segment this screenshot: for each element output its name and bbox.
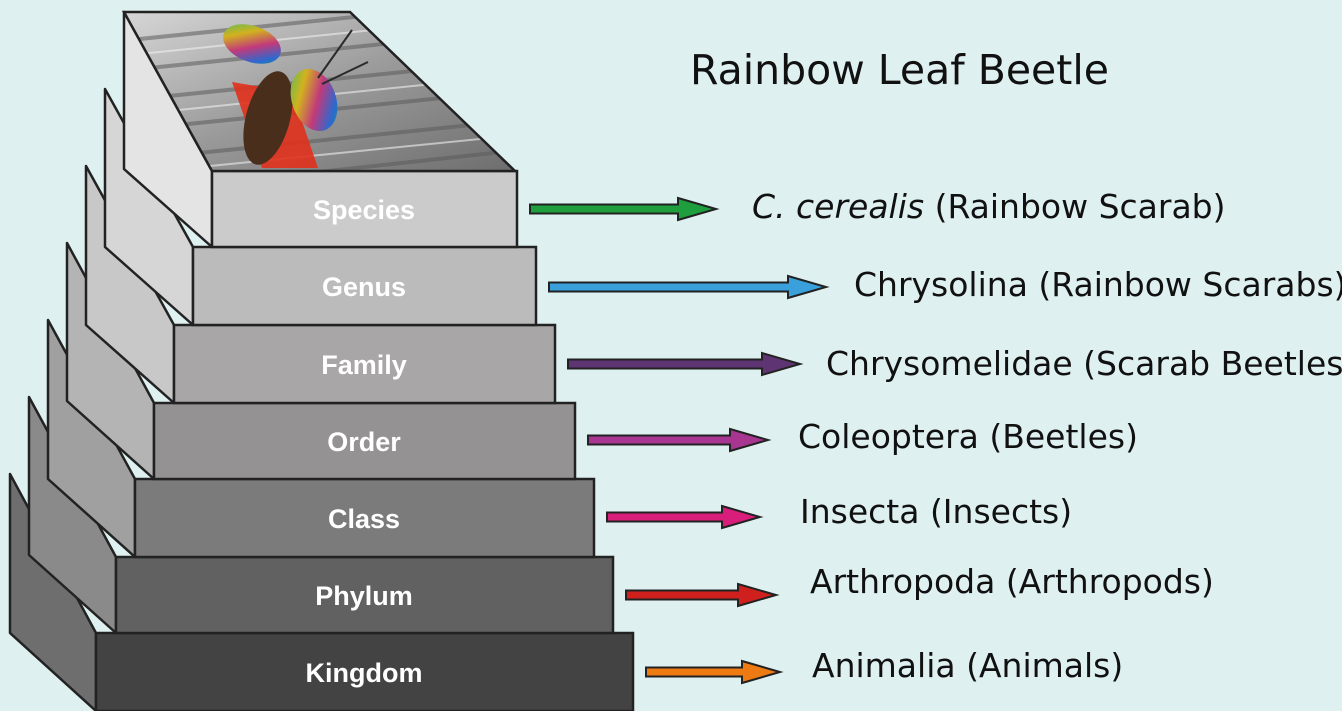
arrow-kingdom bbox=[646, 661, 780, 683]
taxon-common-species: (Rainbow Scarab) bbox=[924, 187, 1225, 226]
taxon-name-order: Coleoptera (Beetles) bbox=[798, 417, 1138, 456]
taxon-common-genus: Chrysolina (Rainbow Scarabs) bbox=[854, 265, 1342, 304]
rank-label-order: Order bbox=[327, 427, 401, 457]
taxon-common-phylum: Arthropoda (Arthropods) bbox=[810, 562, 1214, 601]
taxon-common-order: Coleoptera (Beetles) bbox=[798, 417, 1138, 456]
taxon-italic-species: C. cerealis bbox=[752, 187, 924, 226]
arrow-genus bbox=[549, 276, 826, 298]
arrow-family bbox=[568, 353, 800, 375]
taxon-names: C. cerealis (Rainbow Scarab) Chrysolina (… bbox=[752, 187, 1342, 685]
rank-label-phylum: Phylum bbox=[315, 581, 413, 611]
arrow-order bbox=[588, 429, 768, 451]
rank-label-genus: Genus bbox=[322, 272, 406, 302]
arrow-phylum bbox=[626, 584, 776, 606]
taxon-common-kingdom: Animalia (Animals) bbox=[812, 646, 1123, 685]
rank-label-class: Class bbox=[328, 504, 400, 534]
taxon-name-species: C. cerealis (Rainbow Scarab) bbox=[752, 187, 1226, 226]
taxon-name-class: Insecta (Insects) bbox=[800, 492, 1072, 531]
taxon-common-class: Insecta (Insects) bbox=[800, 492, 1072, 531]
arrow-species bbox=[530, 198, 716, 220]
diagram-title: Rainbow Leaf Beetle bbox=[690, 46, 1109, 94]
rank-label-family: Family bbox=[321, 350, 407, 380]
taxon-common-family: Chrysomelidae (Scarab Beetles) bbox=[826, 344, 1342, 383]
taxon-name-family: Chrysomelidae (Scarab Beetles) bbox=[826, 344, 1342, 383]
arrow-class bbox=[607, 506, 760, 528]
taxon-name-phylum: Arthropoda (Arthropods) bbox=[810, 562, 1214, 601]
taxon-name-kingdom: Animalia (Animals) bbox=[812, 646, 1123, 685]
rank-label-kingdom: Kingdom bbox=[306, 658, 423, 688]
rank-label-species: Species bbox=[313, 195, 415, 225]
taxon-name-genus: Chrysolina (Rainbow Scarabs) bbox=[854, 265, 1342, 304]
